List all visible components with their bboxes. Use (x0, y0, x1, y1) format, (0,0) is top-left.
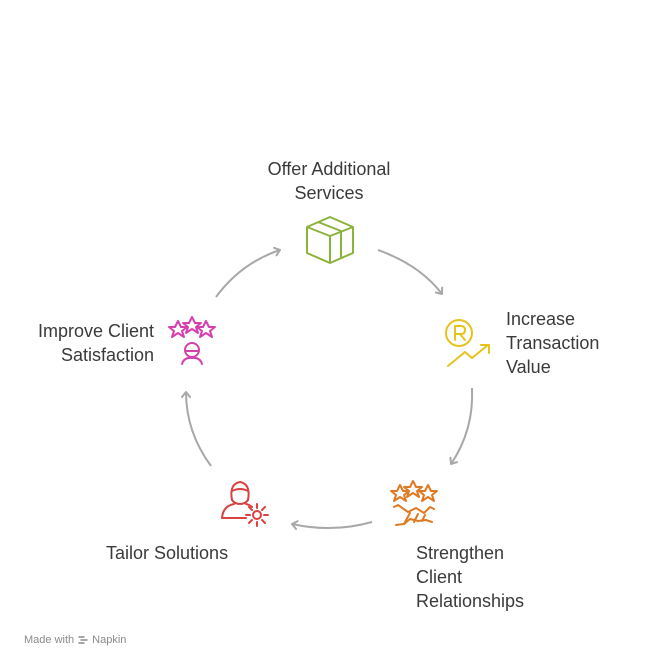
step-label-line: Client (416, 567, 463, 587)
step-label-line: Increase (506, 309, 576, 329)
brand-name: Napkin (92, 634, 127, 646)
arrow-4 (181, 391, 212, 467)
step-strengthen-client-relationships: Strengthen Client Relationships (416, 541, 576, 613)
arrow-1 (377, 249, 444, 295)
step-label-line: Offer Additional (267, 159, 391, 179)
step-label-line: Value (506, 357, 551, 377)
made-with-text: Made with (24, 634, 75, 646)
step-offer-additional-services: Offer Additional Services (229, 157, 429, 205)
napkin-logo-icon (78, 636, 88, 644)
step-label-line: Relationships (416, 591, 525, 611)
step-tailor-solutions: Tailor Solutions (106, 541, 286, 565)
handshake-stars-icon (390, 480, 438, 526)
step-label-line: Strengthen (416, 543, 505, 563)
user-stars-icon (168, 316, 216, 365)
step-label-line: Satisfaction (60, 345, 154, 365)
step-improve-client-satisfaction: Improve Client Satisfaction (14, 319, 154, 367)
user-gear-icon (221, 481, 269, 527)
step-label-line: Services (294, 183, 364, 203)
currency-growth-icon (445, 319, 490, 367)
footer-attribution: Made with Napkin (24, 634, 126, 646)
box-icon (306, 216, 354, 264)
step-label-line: Transaction (506, 333, 600, 353)
arrow-2 (449, 387, 474, 465)
step-label-line: Improve Client (37, 321, 154, 341)
arrow-3 (291, 520, 373, 530)
arrow-5 (215, 246, 281, 298)
step-increase-transaction-value: Increase Transaction Value (506, 307, 636, 379)
step-label-line: Tailor Solutions (106, 543, 229, 563)
